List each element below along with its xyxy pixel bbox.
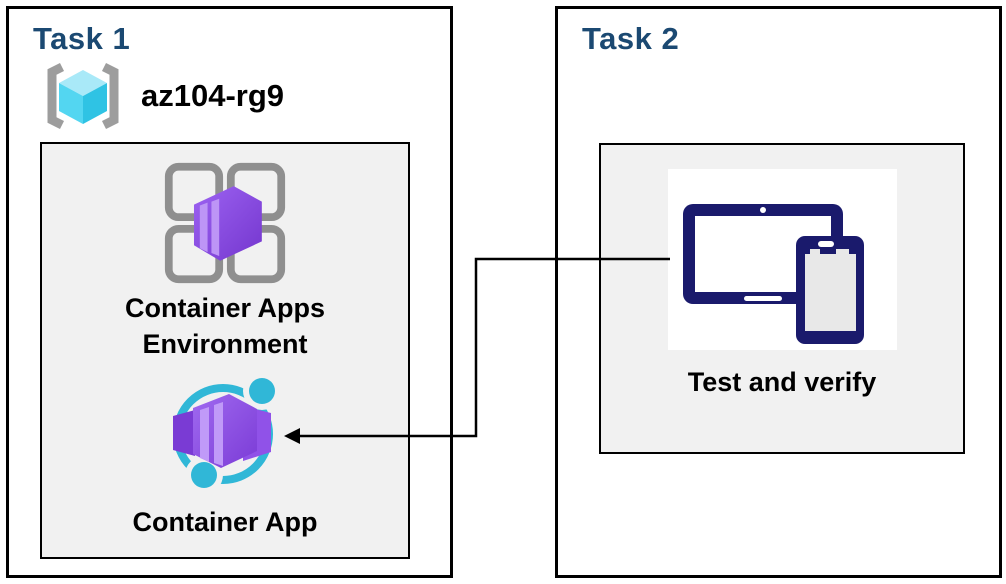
container-app-label: Container App (132, 507, 318, 537)
phone-speaker (817, 241, 834, 247)
environment-label: Container Apps Environment (124, 293, 325, 359)
container-stripe (214, 402, 223, 466)
task2-box: Task 2 Test and verify (555, 6, 1002, 578)
resource-group-icon (47, 62, 119, 130)
tablet-and-phone-icon (682, 204, 864, 344)
ring-dot (249, 378, 275, 404)
container-stripe (200, 407, 209, 462)
resource-group-row: az104-rg9 (41, 61, 284, 131)
task1-title: Task 1 (33, 21, 131, 56)
cube-right-face (83, 83, 107, 124)
cube-left-face (59, 83, 83, 124)
task1-inner-box: Container Apps Environment Container App (40, 142, 410, 559)
left-bracket-shape (47, 62, 65, 130)
right-bracket-shape (101, 62, 119, 130)
devices-icon-background (667, 169, 897, 350)
ring-dot (191, 462, 217, 488)
left-container-box (173, 410, 195, 456)
phone-screen-notch (835, 249, 849, 255)
resource-group-name: az104-rg9 (141, 78, 285, 113)
container-cube (193, 186, 262, 261)
container-stripe (199, 202, 208, 253)
container-stripe (211, 198, 220, 256)
tablet-home-bar (743, 296, 782, 301)
task1-box: Task 1 az104-rg9 Cont (6, 6, 453, 578)
task2-title: Task 2 (582, 21, 680, 56)
container-apps-environment-icon (164, 162, 286, 284)
task2-inner-box: Test and verify (599, 143, 965, 454)
phone-screen-notch (809, 249, 820, 255)
container-app-icon (173, 372, 281, 494)
phone-screen (804, 254, 856, 331)
tablet-camera (759, 207, 766, 213)
test-and-verify-label: Test and verify (687, 367, 877, 397)
